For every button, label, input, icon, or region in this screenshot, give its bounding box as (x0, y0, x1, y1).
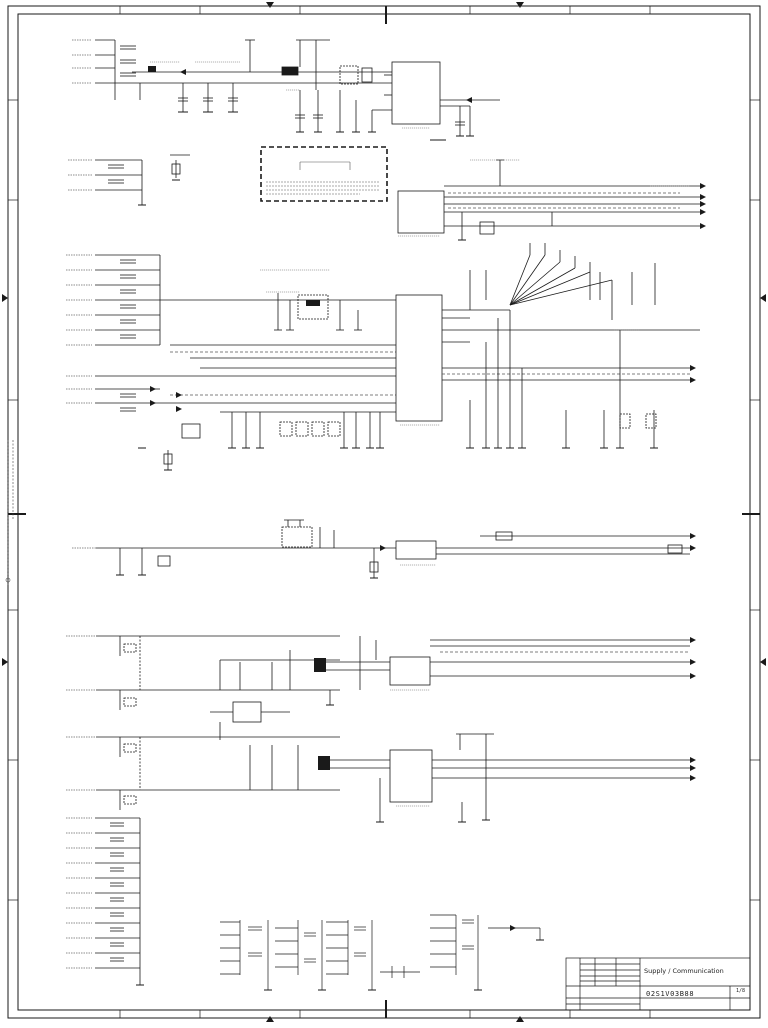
copyright-strip (5, 440, 14, 585)
mcu-left-pins (66, 254, 92, 404)
push-buttons (279, 421, 341, 437)
mcu-section (66, 243, 700, 471)
aux-supply-section (68, 154, 190, 206)
tvs-diode-array (281, 526, 313, 548)
can-transceiver-1 (389, 656, 431, 686)
mcu-grounds (138, 447, 658, 471)
transceiver-channel-2 (66, 733, 696, 823)
bus-connector (397, 190, 445, 234)
power-supply-section (72, 39, 500, 141)
interface-section (72, 519, 696, 579)
crystal-oscillator (297, 294, 329, 320)
sheet-frame (7, 5, 761, 1019)
can-transceiver-2 (389, 749, 433, 803)
input-filter-caps (120, 45, 136, 77)
line-driver-ic (395, 540, 437, 560)
microcontroller-ic (395, 294, 443, 422)
supply-input-pins (72, 39, 92, 84)
design-note-text (266, 161, 380, 195)
common-mode-choke-2 (318, 756, 330, 770)
drawing-number: 02S1V03B88 (646, 990, 694, 998)
title-block (565, 957, 751, 1011)
dc-dc-converter (232, 701, 262, 723)
transceiver-channel-1 (66, 635, 696, 740)
mcu-pin-caps (120, 259, 136, 412)
ground-symbols (178, 111, 474, 141)
sheet-title: Supply / Communication (644, 967, 724, 975)
io-pin-list (66, 817, 144, 986)
decoupling-cap-banks (220, 914, 544, 991)
mosfet-pair (339, 65, 359, 85)
io-pin-caps (110, 822, 124, 962)
regulator-ic (391, 61, 441, 125)
power-inductor (281, 66, 299, 76)
pullup-fan (469, 243, 656, 320)
component-label-marks (150, 61, 690, 807)
sheet-number: 1/8 (736, 988, 745, 994)
bus-connector-section (397, 159, 706, 241)
common-mode-choke-1 (314, 658, 326, 672)
design-note-box (260, 146, 388, 202)
